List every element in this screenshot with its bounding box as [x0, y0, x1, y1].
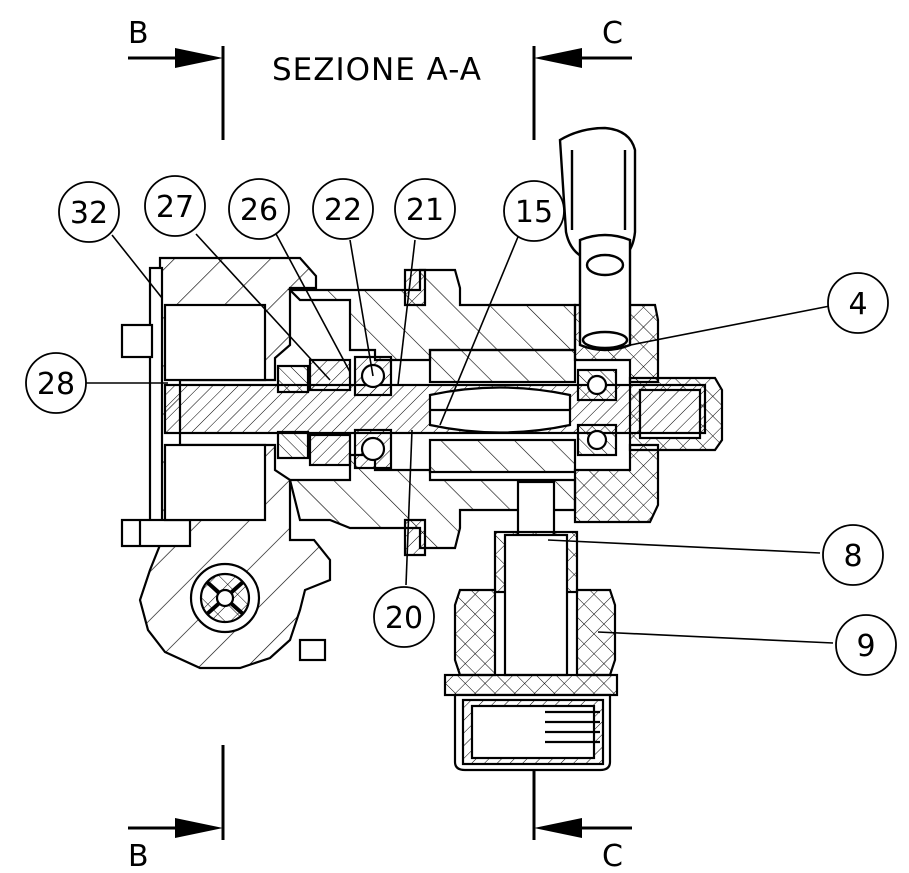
balloon-26-label: 26	[240, 193, 278, 228]
section-letter-c-bottom: C	[602, 839, 623, 873]
balloon-21-label: 21	[406, 193, 444, 228]
balloon-8: 8	[822, 524, 884, 586]
balloon-27-label: 27	[156, 190, 194, 225]
balloon-20: 20	[373, 586, 435, 648]
section-letter-c-top: C	[602, 16, 623, 51]
cam-roller	[189, 562, 261, 634]
section-marker-c-top	[532, 46, 632, 140]
stem-nut	[443, 480, 619, 772]
balloon-4-label: 4	[848, 287, 867, 322]
section-letter-b-top: B	[128, 16, 149, 51]
balloon-9: 9	[835, 614, 897, 676]
balloon-15: 15	[503, 180, 565, 242]
balloon-20-label: 20	[385, 601, 423, 636]
balloon-9-label: 9	[856, 629, 875, 664]
balloon-21: 21	[394, 178, 456, 240]
lever-handle	[558, 126, 637, 352]
section-title: SEZIONE A-A	[272, 52, 482, 88]
balloon-22-label: 22	[324, 193, 362, 228]
section-marker-b-top	[128, 46, 225, 140]
balloon-15-label: 15	[515, 195, 553, 230]
balloon-4: 4	[827, 272, 889, 334]
balloon-32-label: 32	[70, 196, 108, 231]
balloon-8-label: 8	[843, 539, 862, 574]
bearings	[276, 355, 618, 470]
section-letter-b-bottom: B	[128, 839, 149, 873]
balloon-22: 22	[312, 178, 374, 240]
balloon-32: 32	[58, 181, 120, 243]
balloon-28: 28	[25, 352, 87, 414]
housing-left	[120, 256, 332, 670]
balloon-26: 26	[228, 178, 290, 240]
balloon-28-label: 28	[37, 367, 75, 402]
balloon-27: 27	[144, 175, 206, 237]
leader-lines	[86, 231, 836, 644]
shaft	[163, 383, 707, 435]
section-marker-b-bottom	[128, 745, 225, 840]
center-case	[287, 268, 577, 557]
gear-rings	[428, 348, 577, 474]
